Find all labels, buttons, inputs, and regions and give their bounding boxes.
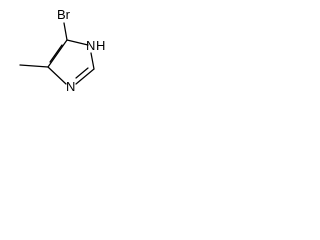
bond-c2-n1 [90,52,95,70]
atom-imine-nitrogen: N [66,79,75,94]
atom-nh-hydrogen: H [96,38,105,53]
atom-bromine: Br [57,7,71,22]
bond-n3-c2-inner [75,67,89,79]
atom-labels: Br N H N [57,7,105,94]
bond-c4-br [63,22,68,41]
bonds [19,22,95,85]
structure-canvas: Br N H N [0,0,122,118]
bond-c4-n1 [66,39,89,46]
bond-c4-c5-inner [49,44,63,63]
bond-c4-c5 [47,39,68,68]
bond-c5-methyl [19,64,49,68]
bond-c5-n3 [47,66,67,85]
molecule-diagram: Br N H N [19,7,105,94]
atom-nh-nitrogen: N [86,38,95,53]
bond-n3-c2 [75,68,95,85]
